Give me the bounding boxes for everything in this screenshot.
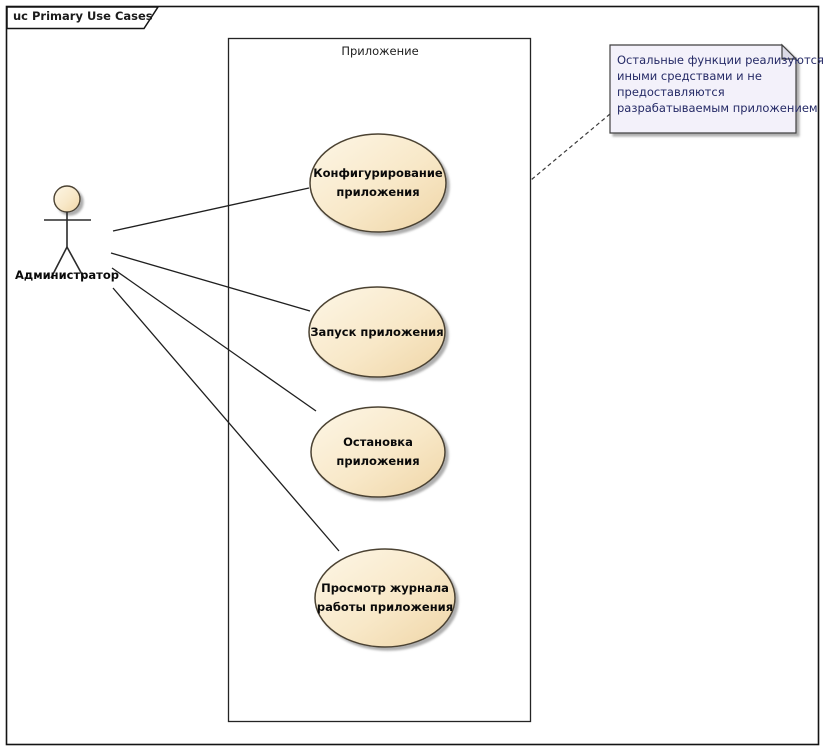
frame-title-label: uc Primary Use Cases — [13, 9, 153, 23]
usecase-label-stop: Остановка приложения — [336, 435, 420, 468]
association-line-viewlog[interactable] — [112, 287, 340, 552]
note-text-line: Остальные функции реализуются — [617, 53, 824, 67]
actor-administrator-figure[interactable] — [44, 185, 91, 279]
note-text-line: предоставляются — [617, 85, 725, 99]
actor-leg-left — [50, 246, 68, 279]
usecase-ellipse-stop[interactable] — [310, 406, 446, 498]
system-boundary-label: Приложение — [341, 44, 419, 58]
actor-leg-right — [66, 246, 85, 279]
usecase-label-viewlog: Просмотр журнала работы приложения — [316, 581, 454, 614]
note-fold-corner-icon — [781, 43, 798, 60]
diagram-frame — [5, 5, 820, 746]
note-shape[interactable] — [609, 43, 798, 134]
association-line-start[interactable] — [110, 252, 311, 312]
actor-label: Администратор — [15, 268, 119, 282]
association-line-configure[interactable] — [112, 187, 310, 232]
association-line-stop[interactable] — [111, 267, 317, 412]
note-link-dashed-line[interactable] — [530, 113, 611, 181]
usecase-label-configure: Конфигурирование приложения — [313, 166, 443, 199]
note-text-line: разрабатываемым приложением — [617, 101, 818, 115]
usecase-ellipse-configure[interactable] — [309, 133, 447, 233]
note-body[interactable] — [609, 44, 797, 134]
usecase-ellipse-viewlog[interactable] — [314, 548, 456, 648]
note-text-line: иными средствами и не — [617, 69, 762, 83]
usecase-ellipse-start[interactable] — [308, 286, 446, 378]
frame-title-tab[interactable] — [6, 6, 160, 30]
actor-head[interactable] — [53, 185, 81, 213]
usecase-label-start: Запуск приложения — [310, 324, 444, 339]
note-text: Остальные функции реализуются иными сред… — [617, 52, 824, 116]
